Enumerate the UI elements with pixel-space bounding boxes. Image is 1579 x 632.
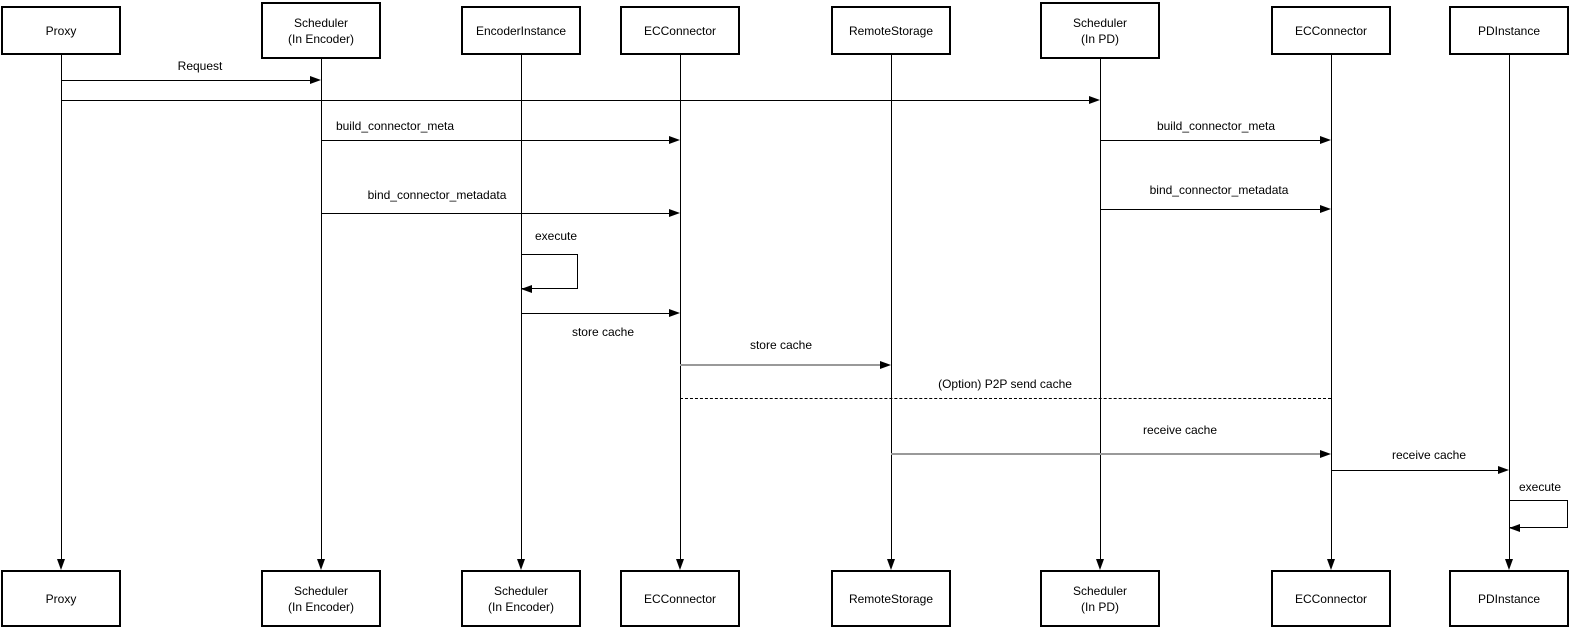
message-arrowhead-icon-request (310, 76, 321, 84)
message-line-receive-cache-from-storage (891, 453, 1321, 455)
message-label-receive-cache-from-storage: receive cache (1140, 423, 1220, 437)
actor-bottom-box-ec-connector-2: ECConnector (1271, 570, 1391, 627)
lifeline-proxy (61, 55, 62, 559)
message-line-store-cache-to-storage (680, 364, 881, 366)
message-arrowhead-icon-receive-cache-to-pdinstance (1498, 466, 1509, 474)
lifeline-pd-instance (1509, 55, 1510, 559)
self-loop-execute-encoder (521, 254, 578, 289)
self-loop-label-execute-encoder: execute (532, 229, 580, 243)
lifeline-ec-connector-2 (1331, 55, 1332, 559)
actor-bottom-box-scheduler-encoder: Scheduler (In Encoder) (261, 570, 381, 627)
actor-top-box-pd-instance: PDInstance (1449, 6, 1569, 55)
lifeline-encoder-instance (521, 55, 522, 559)
actor-bottom-box-encoder-instance: Scheduler (In Encoder) (461, 570, 581, 627)
message-line-receive-cache-to-pdinstance (1331, 470, 1499, 471)
message-line-build-connector-meta-pd (1100, 140, 1321, 141)
lifeline-arrow-down-icon-ec-connector-2 (1327, 559, 1335, 570)
message-line-bind-connector-metadata-encoder (321, 213, 670, 214)
message-line-encoder-to-connector (521, 313, 670, 314)
actor-top-box-proxy: Proxy (1, 6, 121, 55)
message-line-request (61, 80, 311, 81)
message-label-build-connector-meta-encoder: build_connector_meta (333, 119, 457, 133)
lifeline-arrow-down-icon-pd-instance (1505, 559, 1513, 570)
self-loop-arrowhead-icon-execute-encoder (521, 285, 532, 293)
message-arrowhead-icon-encoder-to-connector (669, 309, 680, 317)
message-line-bind-connector-metadata-pd (1100, 209, 1321, 210)
lifeline-arrow-down-icon-proxy (57, 559, 65, 570)
actor-top-box-scheduler-encoder: Scheduler (In Encoder) (261, 2, 381, 59)
lifeline-arrow-down-icon-remote-storage (887, 559, 895, 570)
actor-top-box-remote-storage: RemoteStorage (831, 6, 951, 55)
message-label-build-connector-meta-pd: build_connector_meta (1154, 119, 1278, 133)
actor-top-box-scheduler-pd: Scheduler (In PD) (1040, 2, 1160, 59)
lifeline-arrow-down-icon-scheduler-encoder (317, 559, 325, 570)
message-arrowhead-icon-store-cache-to-storage (880, 361, 891, 369)
self-loop-execute-pd (1509, 500, 1568, 528)
lifeline-arrow-down-icon-scheduler-pd (1096, 559, 1104, 570)
message-label-bind-connector-metadata-encoder: bind_connector_metadata (365, 188, 509, 202)
message-arrowhead-icon-build-connector-meta-pd (1320, 136, 1331, 144)
actor-top-box-ec-connector: ECConnector (620, 6, 740, 55)
message-label-p2p-send-cache: (Option) P2P send cache (936, 377, 1074, 391)
actor-bottom-box-remote-storage: RemoteStorage (831, 570, 951, 627)
message-label-encoder-to-connector: store cache (569, 325, 637, 339)
actor-bottom-box-scheduler-pd: Scheduler (In PD) (1040, 570, 1160, 627)
message-line-proxy-to-scheduler-pd (61, 100, 1090, 101)
message-label-receive-cache-to-pdinstance: receive cache (1389, 448, 1469, 462)
self-loop-label-execute-pd: execute (1516, 480, 1564, 494)
message-label-store-cache-to-storage: store cache (747, 338, 815, 352)
lifeline-scheduler-encoder (321, 59, 322, 559)
lifeline-arrow-down-icon-ec-connector (676, 559, 684, 570)
message-line-build-connector-meta-encoder (321, 140, 670, 141)
message-arrowhead-icon-bind-connector-metadata-encoder (669, 209, 680, 217)
message-arrowhead-icon-proxy-to-scheduler-pd (1089, 96, 1100, 104)
message-arrowhead-icon-bind-connector-metadata-pd (1320, 205, 1331, 213)
actor-top-box-encoder-instance: EncoderInstance (461, 6, 581, 55)
lifeline-remote-storage (891, 55, 892, 559)
actor-bottom-box-ec-connector: ECConnector (620, 570, 740, 627)
message-label-bind-connector-metadata-pd: bind_connector_metadata (1147, 183, 1291, 197)
message-label-request: Request (175, 59, 225, 73)
lifeline-ec-connector (680, 55, 681, 559)
message-arrowhead-icon-receive-cache-from-storage (1320, 450, 1331, 458)
actor-top-box-ec-connector-2: ECConnector (1271, 6, 1391, 55)
actor-bottom-box-pd-instance: PDInstance (1449, 570, 1569, 627)
lifeline-scheduler-pd (1100, 59, 1101, 559)
self-loop-arrowhead-icon-execute-pd (1509, 524, 1520, 532)
message-line-p2p-send-cache (680, 398, 1331, 399)
lifeline-arrow-down-icon-encoder-instance (517, 559, 525, 570)
message-arrowhead-icon-build-connector-meta-encoder (669, 136, 680, 144)
actor-bottom-box-proxy: Proxy (1, 570, 121, 627)
